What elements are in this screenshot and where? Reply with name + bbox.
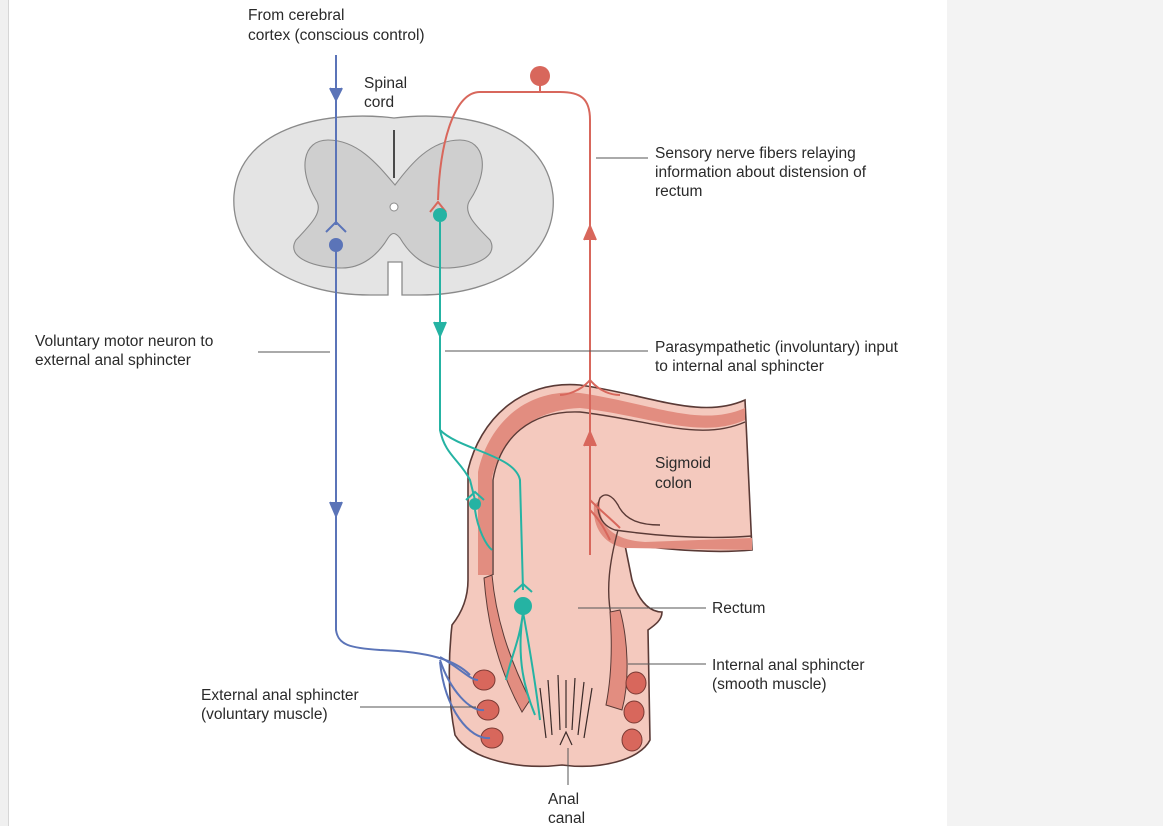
- parasympathetic-ganglion-small: [469, 498, 481, 510]
- external-sphincter-bundles-right: [622, 672, 646, 751]
- sensory-arrow-upper: [584, 226, 596, 240]
- spinal-cord: [234, 116, 553, 295]
- label-spinal-cord: Spinal cord: [364, 75, 411, 111]
- central-canal: [390, 203, 398, 211]
- label-parasympathetic-input: Parasympathetic (involuntary) input to i…: [655, 339, 902, 375]
- sensory-ganglion-cell-body: [530, 66, 550, 86]
- label-voluntary-motor-neuron: Voluntary motor neuron to external anal …: [35, 333, 218, 369]
- parasympathetic-ganglion-large: [514, 597, 532, 615]
- cortex-fiber-arrow: [330, 88, 342, 100]
- voluntary-motor-neuron-axon: [336, 246, 470, 675]
- colon-rectum: [449, 385, 752, 767]
- label-external-anal-sphincter: External anal sphincter (voluntary muscl…: [201, 687, 363, 723]
- parasympathetic-arrow: [434, 322, 446, 336]
- parasympathetic-neuron-cell-body: [433, 208, 447, 222]
- voluntary-axon-arrow: [330, 502, 342, 516]
- right-side-panel: [947, 0, 1163, 826]
- label-rectum: Rectum: [712, 600, 765, 617]
- label-sensory-fibers: Sensory nerve fibers relaying informatio…: [655, 145, 870, 200]
- voluntary-motor-neuron-cell-body: [329, 238, 343, 252]
- defecation-reflex-diagram: From cerebral cortex (conscious control)…: [0, 0, 947, 826]
- label-internal-anal-sphincter: Internal anal sphincter (smooth muscle): [712, 657, 869, 693]
- label-anal-canal: Anal canal: [548, 791, 585, 826]
- label-from-cortex: From cerebral cortex (conscious control): [248, 7, 425, 44]
